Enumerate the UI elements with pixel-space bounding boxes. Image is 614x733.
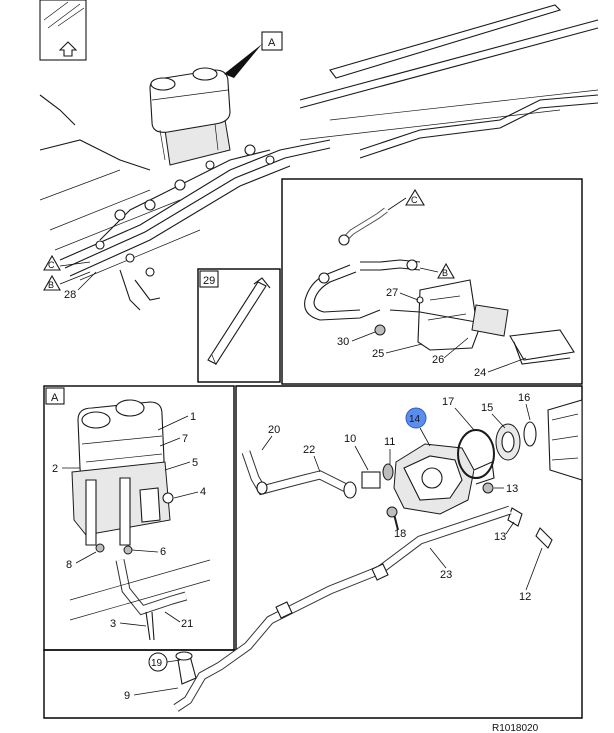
callout-9[interactable]: 9 <box>124 690 130 702</box>
cable-tie[interactable] <box>207 277 271 366</box>
detail-a-label: A <box>51 392 59 404</box>
callout-18[interactable]: 18 <box>394 528 406 540</box>
callout-10[interactable]: 10 <box>344 433 356 445</box>
callout-3[interactable]: 3 <box>110 618 116 630</box>
view-a-marker[interactable] <box>261 31 283 51</box>
callout-14: 14 <box>409 414 421 425</box>
callout-21[interactable]: 21 <box>181 618 193 630</box>
power-steering-pump[interactable] <box>393 443 495 515</box>
callout-27[interactable]: 27 <box>386 287 398 299</box>
callout-8[interactable]: 8 <box>66 559 72 571</box>
callout-7[interactable]: 7 <box>182 433 188 445</box>
marker-b-left[interactable]: B <box>43 271 91 291</box>
callout-13-lower[interactable]: 13 <box>494 531 506 543</box>
callout-24[interactable]: 24 <box>474 367 486 379</box>
nav-thumbnail-icon[interactable] <box>39 0 87 61</box>
callout-19-circle[interactable]: 19 <box>148 652 181 672</box>
brake-fluid-reservoir[interactable] <box>77 399 165 479</box>
marker-c-left[interactable]: C <box>43 254 91 271</box>
callout-28[interactable]: 28 <box>64 289 76 301</box>
callout-13-upper[interactable]: 13 <box>506 483 518 495</box>
callout-30[interactable]: 30 <box>337 336 349 348</box>
upper-assembly <box>39 4 599 311</box>
detail-a-box: A <box>43 385 235 651</box>
detail-29-box: 29 <box>197 268 281 383</box>
callout-16[interactable]: 16 <box>518 392 530 404</box>
callout-19: 19 <box>151 658 163 669</box>
callout-12[interactable]: 12 <box>519 591 531 603</box>
svg-text:B: B <box>442 268 448 278</box>
detail-29-label: 29 <box>203 275 215 287</box>
svg-text:B: B <box>48 280 54 290</box>
callout-11[interactable]: 11 <box>384 436 395 448</box>
callout-15[interactable]: 15 <box>481 402 493 414</box>
callout-6[interactable]: 6 <box>160 546 166 558</box>
callout-20[interactable]: 20 <box>268 424 280 436</box>
callout-25[interactable]: 25 <box>372 348 384 360</box>
svg-text:C: C <box>411 195 418 205</box>
up-arrow-icon <box>58 41 78 57</box>
callout-23[interactable]: 23 <box>440 569 452 581</box>
callout-4[interactable]: 4 <box>200 486 206 498</box>
marker-c-box[interactable]: C <box>405 188 425 206</box>
drive-gear[interactable] <box>495 423 521 461</box>
callout-14-highlight[interactable]: 14 <box>405 407 431 447</box>
view-a-pointer: A <box>224 31 283 78</box>
svg-text:C: C <box>48 260 55 270</box>
callout-17[interactable]: 17 <box>442 396 454 408</box>
callout-22[interactable]: 22 <box>303 444 315 456</box>
pipe-fitting-19[interactable] <box>175 651 197 685</box>
callout-1[interactable]: 1 <box>190 411 196 423</box>
callout-26[interactable]: 26 <box>432 354 444 366</box>
drawing-reference: R1018020 <box>492 723 539 733</box>
detail-cb-box: C B <box>281 178 583 385</box>
callout-5[interactable]: 5 <box>192 457 198 469</box>
pump-assembly-box <box>43 385 583 719</box>
callout-2[interactable]: 2 <box>52 463 58 475</box>
marker-b-box[interactable]: B <box>437 262 455 279</box>
view-a-label: A <box>268 37 276 49</box>
